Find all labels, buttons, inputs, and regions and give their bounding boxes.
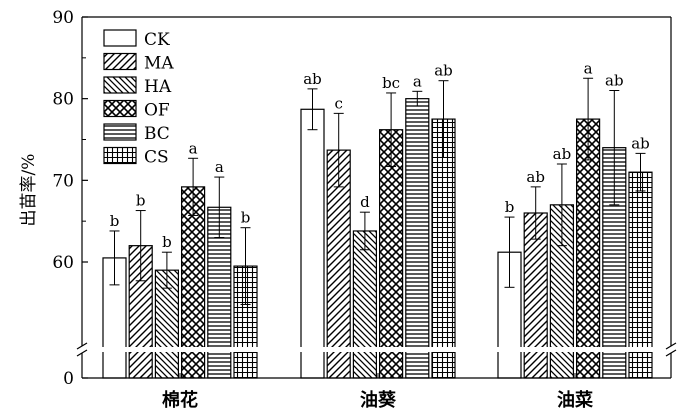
significance-letter-BC-0: a	[215, 158, 224, 176]
axis-break-mark-right-a	[665, 342, 677, 350]
axis-break-band	[74, 347, 679, 352]
bar-BC-1	[405, 98, 430, 379]
y-axis-label: 出苗率/%	[19, 154, 39, 227]
x-category-label-1: 油葵	[360, 389, 397, 411]
legend-swatch-HA	[103, 76, 137, 94]
x-category-label-2: 油菜	[557, 389, 593, 411]
significance-letter-OF-2: a	[584, 59, 593, 77]
bar-CK-1	[300, 108, 325, 379]
significance-letter-HA-2: ab	[553, 145, 572, 163]
legend-label-CK: CK	[144, 30, 170, 50]
axis-break-mark-left-a	[76, 342, 88, 350]
x-category-label-0: 棉花	[162, 389, 198, 411]
legend-label-BC: BC	[144, 124, 170, 144]
significance-letter-CK-2: b	[505, 198, 515, 216]
legend-label-MA: MA	[144, 54, 174, 74]
legend-swatch-MA	[103, 52, 137, 71]
significance-letter-BC-1: a	[413, 72, 422, 90]
y-tick-label-60: 60	[52, 253, 74, 273]
axis-break-mark-left-b	[76, 349, 88, 357]
y-tick-label-80: 80	[52, 90, 74, 110]
bar-HA-1	[352, 230, 377, 379]
significance-letter-OF-1: bc	[382, 74, 400, 92]
legend-swatch-CK	[103, 29, 137, 47]
significance-letter-CS-2: ab	[631, 134, 650, 152]
legend-swatch-CS	[103, 146, 137, 165]
significance-letter-CS-1: ab	[434, 62, 453, 80]
significance-letter-HA-1: d	[360, 193, 370, 211]
legend-swatch-BC	[103, 123, 137, 141]
y-tick-label-90: 90	[52, 8, 74, 28]
significance-letter-MA-1: c	[334, 94, 342, 112]
significance-letter-MA-0: b	[136, 192, 146, 210]
legend-label-HA: HA	[144, 77, 172, 97]
significance-letter-CK-0: b	[110, 212, 120, 230]
significance-letter-OF-0: a	[189, 139, 198, 157]
legend-label-OF: OF	[144, 101, 170, 121]
legend-swatch-OF	[103, 99, 137, 118]
significance-letter-CK-1: ab	[303, 70, 322, 88]
legend-label-CS: CS	[144, 148, 169, 168]
axis-break-mark-right-b	[665, 349, 677, 357]
y-tick-label-0: 0	[63, 369, 74, 389]
y-tick-label-70: 70	[52, 171, 74, 191]
significance-letter-MA-2: ab	[526, 168, 545, 186]
significance-letter-BC-2: ab	[605, 72, 624, 90]
significance-letter-HA-0: b	[162, 233, 172, 251]
significance-letter-CS-0: b	[241, 209, 251, 227]
